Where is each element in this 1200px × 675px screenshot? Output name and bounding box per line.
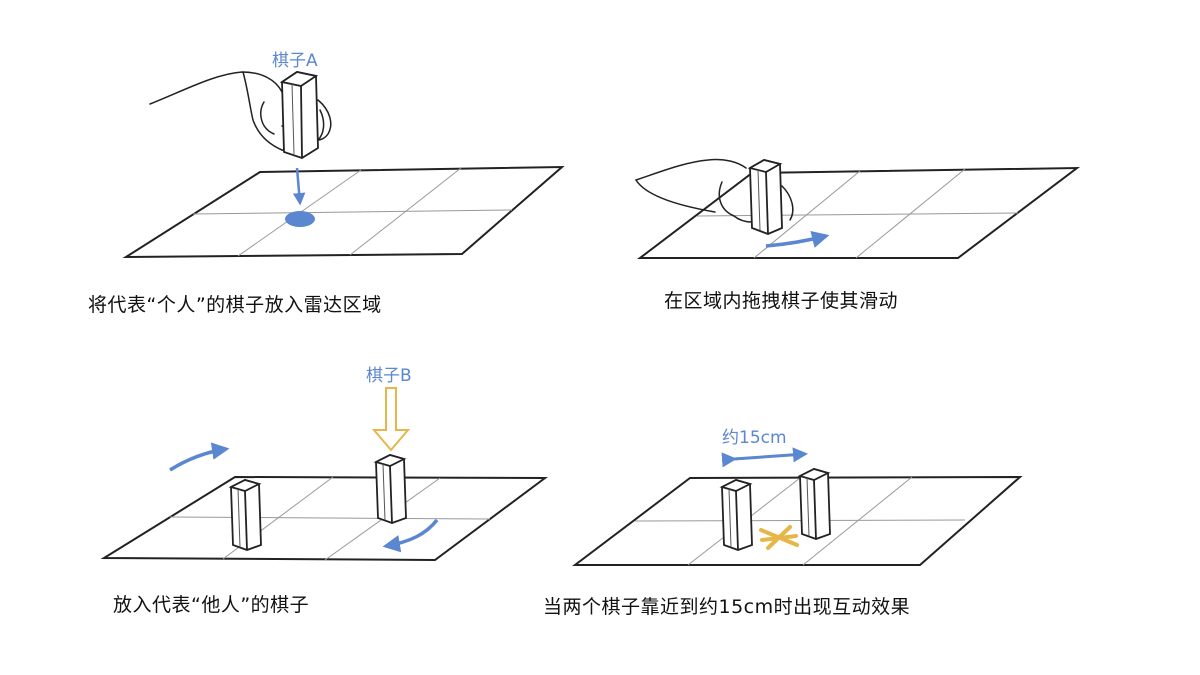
panel-1-caption: 将代表“个人”的棋子放入雷达区域 — [88, 294, 382, 316]
hand-2 — [635, 158, 794, 223]
piece-a-label: 棋子A — [272, 51, 318, 71]
rotate-arrow-top — [169, 442, 230, 472]
rotate-arrow-bottom — [382, 518, 439, 553]
chess-piece-b-4 — [797, 468, 831, 540]
board-2 — [637, 166, 1081, 259]
panel-2-caption: 在区域内拖拽棋子使其滑动 — [664, 290, 899, 312]
distance-arrow — [721, 447, 808, 468]
distance-label: 约15cm — [722, 428, 787, 448]
slide-arrow — [765, 230, 830, 248]
panel-2-illustration — [635, 158, 1081, 259]
chess-piece-a-dragged — [747, 159, 783, 235]
radar-target-dot — [285, 211, 315, 227]
panel-3-caption: 放入代表“他人”的棋子 — [113, 594, 310, 616]
drop-arrow — [292, 167, 306, 206]
piece-b-label: 棋子B — [366, 366, 412, 386]
chess-piece-a — [279, 71, 319, 159]
panel-1-illustration — [122, 71, 565, 259]
panel-3-illustration — [100, 387, 549, 562]
board-3 — [100, 475, 549, 562]
chess-piece-b — [373, 454, 407, 524]
chess-piece-a-4 — [719, 479, 753, 551]
panel-4-illustration — [572, 447, 1023, 566]
interaction-spark — [759, 525, 799, 550]
panel-4-caption: 当两个棋子靠近到约15cm时出现互动效果 — [543, 596, 911, 618]
chess-piece-a-3 — [228, 479, 262, 551]
drop-arrow-outline — [371, 387, 411, 452]
